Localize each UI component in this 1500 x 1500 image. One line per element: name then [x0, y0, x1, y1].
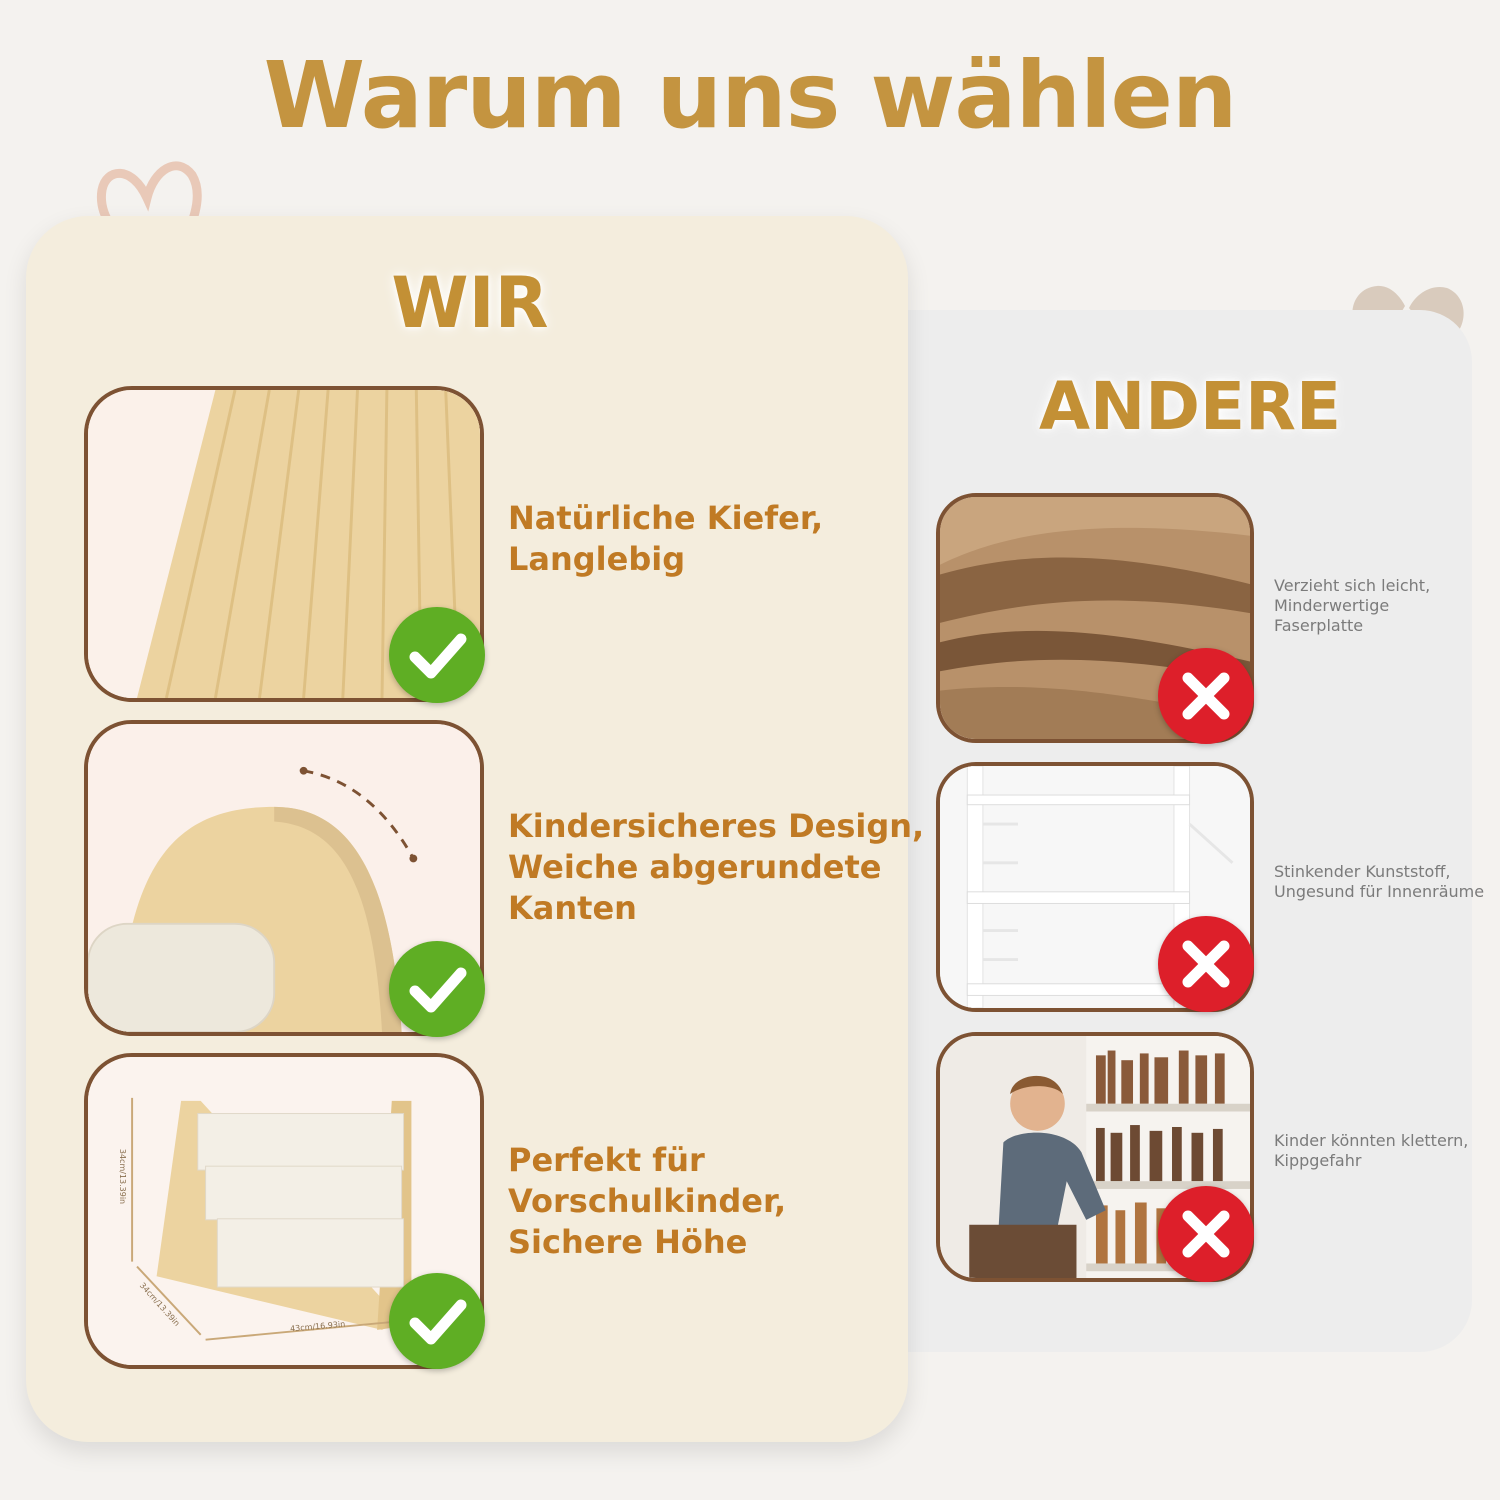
text-line: Natürliche Kiefer,: [508, 499, 824, 537]
text-line: Perfekt für: [508, 1141, 705, 1179]
wir-feature-text-1: Natürliche Kiefer, Langlebig: [508, 498, 898, 580]
check-icon: [389, 941, 485, 1037]
andere-heading: ANDERE: [1038, 368, 1342, 445]
text-line: Langlebig: [508, 540, 686, 578]
text-line: Kanten: [508, 889, 637, 927]
text-line: Ungesund für Innenräume: [1274, 882, 1485, 901]
andere-feature-text-1: Verzieht sich leicht, Minderwertige Fase…: [1274, 576, 1498, 636]
text-line: Stinkender Kunststoff,: [1274, 862, 1451, 881]
text-line: Faserplatte: [1274, 616, 1364, 635]
wir-feature-text-3: Perfekt für Vorschulkinder, Sichere Höhe: [508, 1140, 898, 1263]
text-line: Kippgefahr: [1274, 1151, 1362, 1170]
wir-feature-text-2: Kindersicheres Design, Weiche abgerundet…: [508, 806, 925, 929]
cross-icon: [1158, 916, 1254, 1012]
andere-feature-text-3: Kinder könnten klettern, Kippgefahr: [1274, 1131, 1498, 1171]
rounded-edge-image: [84, 720, 484, 1036]
dimension-label-height: 34cm/13.39in: [118, 1148, 128, 1205]
text-line: Minderwertige: [1274, 596, 1390, 615]
andere-feature-text-2: Stinkender Kunststoff, Ungesund für Inne…: [1274, 862, 1498, 902]
check-icon: [389, 607, 485, 703]
text-line: Weiche abgerundete: [508, 848, 882, 886]
text-line: Kinder könnten klettern,: [1274, 1131, 1469, 1150]
text-line: Kindersicheres Design,: [508, 807, 925, 845]
text-line: Verzieht sich leicht,: [1274, 576, 1431, 595]
text-line: Sichere Höhe: [508, 1223, 748, 1261]
wir-heading: WIR: [391, 262, 549, 344]
check-icon: [389, 1273, 485, 1369]
cross-icon: [1158, 1186, 1254, 1282]
plastic-shelf-image: [936, 762, 1254, 1012]
page-title: Warum uns wählen: [263, 42, 1238, 149]
cross-icon: [1158, 648, 1254, 744]
text-line: Vorschulkinder,: [508, 1182, 787, 1220]
